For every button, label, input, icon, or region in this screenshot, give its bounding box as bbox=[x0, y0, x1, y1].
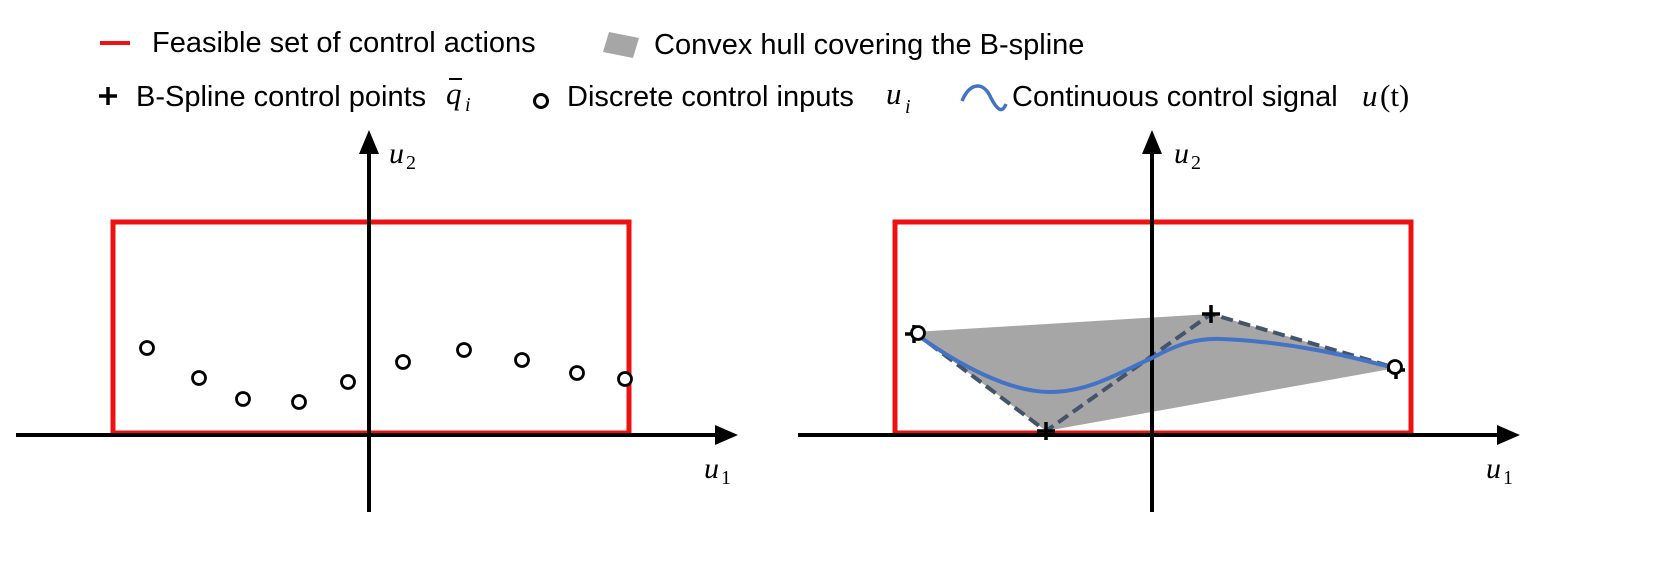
svg-text:u: u bbox=[1486, 452, 1501, 485]
svg-text:1: 1 bbox=[721, 467, 731, 489]
svg-text:i: i bbox=[905, 96, 911, 118]
control-points-symbol: q i bbox=[446, 76, 471, 116]
control-point-marker bbox=[1037, 422, 1055, 440]
svg-text:q: q bbox=[446, 76, 462, 111]
u1-axis-arrowhead bbox=[715, 425, 738, 445]
legend-discrete-inputs-label: Discrete control inputs bbox=[567, 81, 854, 113]
discrete-inputs bbox=[139, 340, 633, 410]
left-panel: u 2 u 1 bbox=[16, 130, 738, 512]
control-point-marker bbox=[1202, 305, 1220, 323]
u2-axis bbox=[1142, 130, 1162, 512]
discrete-input-marker bbox=[340, 374, 356, 390]
u2-axis-label: u 2 bbox=[389, 137, 416, 174]
circle-marker-icon bbox=[533, 93, 549, 109]
svg-text:(t): (t) bbox=[1380, 78, 1409, 113]
discrete-input-marker bbox=[514, 352, 530, 368]
discrete-inputs-symbol: u i bbox=[886, 76, 911, 118]
discrete-input-marker bbox=[617, 371, 633, 387]
svg-text:1: 1 bbox=[1503, 467, 1513, 489]
blue-wave-icon bbox=[960, 84, 1008, 112]
legend-continuous-signal-label: Continuous control signal bbox=[1012, 81, 1338, 113]
u2-axis-label: u 2 bbox=[1174, 137, 1201, 174]
right-panel: u 2 u 1 bbox=[798, 130, 1520, 512]
discrete-input-marker bbox=[569, 365, 585, 381]
svg-text:u: u bbox=[1362, 78, 1378, 113]
discrete-input-marker bbox=[191, 370, 207, 386]
continuous-control-signal bbox=[914, 332, 1395, 395]
u1-axis-label: u 1 bbox=[704, 452, 731, 489]
svg-text:u: u bbox=[389, 137, 404, 170]
discrete-input-marker bbox=[456, 342, 472, 358]
u2-axis-arrowhead bbox=[359, 130, 379, 154]
svg-text:2: 2 bbox=[406, 152, 416, 174]
discrete-input-marker bbox=[291, 394, 307, 410]
convex-hull-region bbox=[914, 314, 1396, 431]
u1-axis-label: u 1 bbox=[1486, 452, 1513, 489]
u1-axis bbox=[798, 425, 1520, 445]
svg-text:i: i bbox=[465, 94, 471, 116]
svg-text:2: 2 bbox=[1191, 152, 1201, 174]
discrete-input-marker bbox=[395, 354, 411, 370]
discrete-input-marker bbox=[910, 325, 926, 341]
svg-text:u: u bbox=[1174, 137, 1189, 170]
control-polygon bbox=[912, 311, 1397, 434]
legend-feasible-set-label: Feasible set of control actions bbox=[152, 27, 536, 59]
discrete-input-marker bbox=[1387, 359, 1403, 375]
continuous-signal-symbol: u (t) bbox=[1362, 78, 1409, 113]
gray-parallelogram-icon bbox=[603, 32, 639, 58]
legend: Feasible set of control actions Convex h… bbox=[99, 27, 1409, 118]
u2-axis-arrowhead bbox=[1142, 130, 1162, 154]
svg-text:u: u bbox=[886, 76, 902, 111]
discrete-input-marker bbox=[235, 391, 251, 407]
plus-marker-icon bbox=[99, 87, 117, 105]
u1-axis-arrowhead bbox=[1497, 425, 1520, 445]
svg-text:u: u bbox=[704, 452, 719, 485]
legend-convex-hull-label: Convex hull covering the B-spline bbox=[654, 29, 1084, 61]
u2-axis bbox=[359, 130, 379, 512]
discrete-input-marker bbox=[139, 340, 155, 356]
spline-endpoints bbox=[910, 325, 1403, 375]
legend-control-points-label: B-Spline control points bbox=[136, 81, 426, 113]
